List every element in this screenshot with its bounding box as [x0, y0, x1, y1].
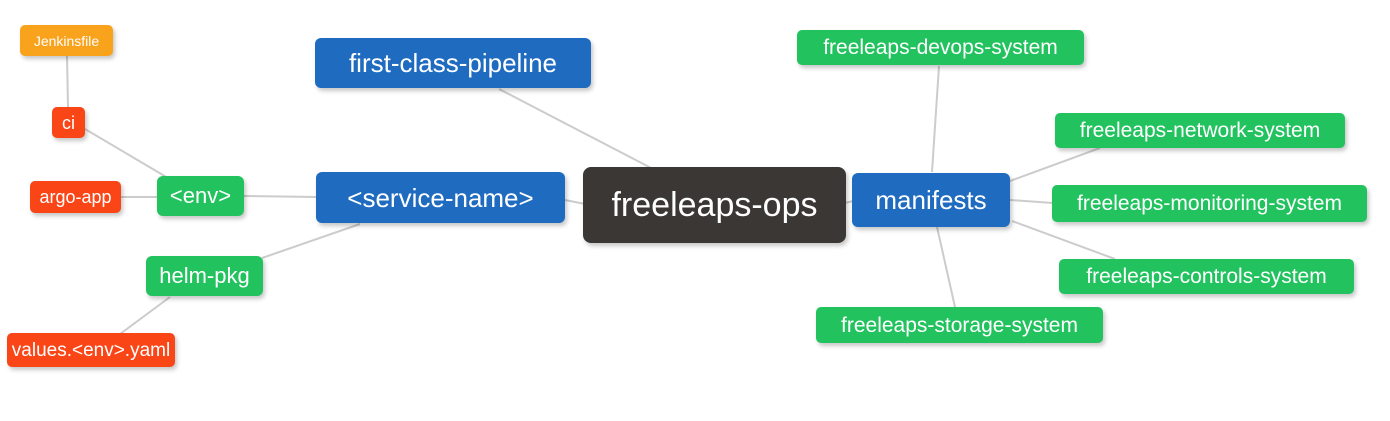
node-values-env-yaml[interactable]: values.<env>.yaml — [7, 333, 175, 367]
node-manifests[interactable]: manifests — [852, 173, 1010, 227]
edge-helm-pkg-values — [119, 296, 171, 335]
node-service-name[interactable]: <service-name> — [316, 172, 565, 223]
edge-ci-env — [84, 128, 169, 179]
edge-ops-manifests — [844, 200, 854, 204]
edge-manifests-controls — [1011, 220, 1116, 260]
edge-pipeline-ops — [498, 88, 654, 170]
node-freeleaps-monitoring-system[interactable]: freeleaps-monitoring-system — [1052, 185, 1367, 222]
edge-manifests-storage — [936, 226, 956, 308]
edge-env-service-name — [243, 195, 317, 198]
node-argo-app[interactable]: argo-app — [30, 181, 121, 213]
node-ci[interactable]: ci — [52, 107, 85, 138]
node-freeleaps-controls-system[interactable]: freeleaps-controls-system — [1059, 259, 1354, 294]
node-freeleaps-storage-system[interactable]: freeleaps-storage-system — [816, 307, 1103, 343]
node-freeleaps-devops-system[interactable]: freeleaps-devops-system — [797, 30, 1084, 65]
edge-service-name-ops — [564, 199, 586, 205]
node-freeleaps-ops[interactable]: freeleaps-ops — [583, 167, 846, 243]
edge-manifests-network — [1009, 147, 1101, 182]
node-helm-pkg[interactable]: helm-pkg — [146, 256, 263, 296]
node-env[interactable]: <env> — [157, 176, 244, 216]
node-freeleaps-network-system[interactable]: freeleaps-network-system — [1055, 113, 1345, 148]
edge-jenkinsfile-ci — [66, 55, 69, 108]
edge-manifests-devops — [931, 65, 940, 173]
edge-service-name-helm-pkg — [261, 223, 361, 259]
node-jenkinsfile[interactable]: Jenkinsfile — [20, 25, 113, 56]
edge-manifests-monitoring — [1009, 199, 1054, 204]
node-first-class-pipeline[interactable]: first-class-pipeline — [315, 38, 591, 88]
